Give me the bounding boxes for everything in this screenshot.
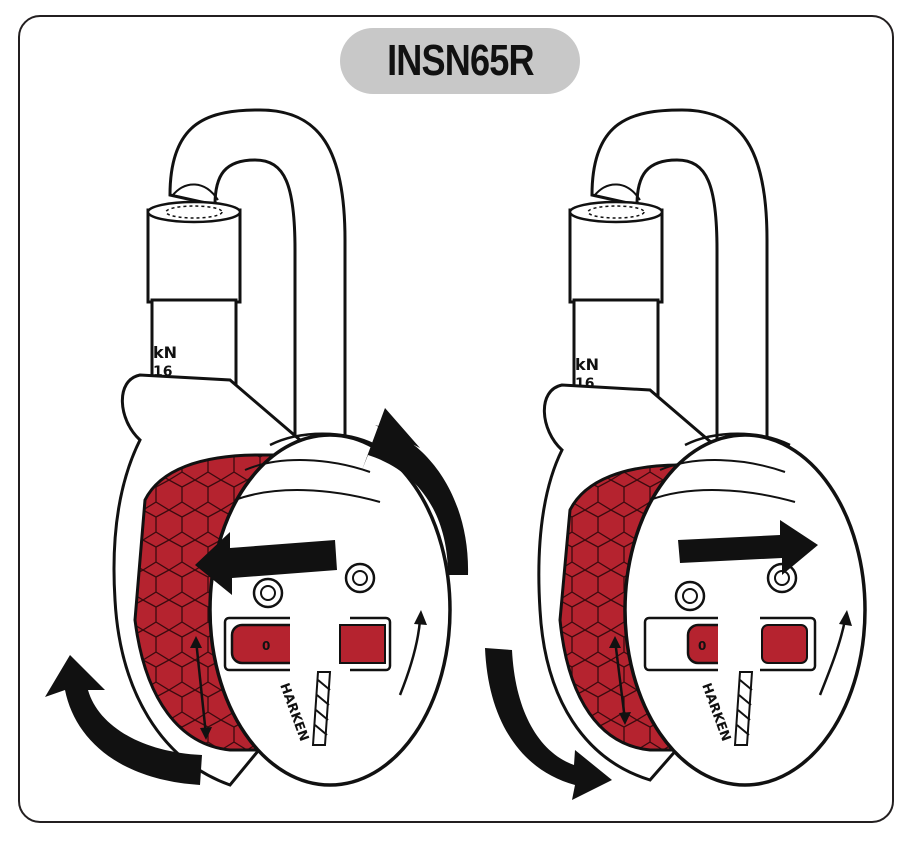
product-title: INSN65R (386, 36, 534, 85)
left-unit-kn: kN (153, 343, 177, 362)
svg-text:0: 0 (698, 639, 706, 653)
left-pin-collar (146, 208, 242, 304)
right-shackle: kN 16 0 HARKEN (537, 108, 867, 787)
right-unit-kn: kN (575, 355, 599, 374)
svg-text:0: 0 (262, 639, 270, 653)
slide-right-arrow (678, 520, 818, 575)
right-pin-collar (568, 208, 664, 304)
rotate-cw-arrow-lower (485, 648, 612, 800)
rotate-cw-arrow (362, 408, 469, 575)
left-shackle: kN 16 0 HARKEN (112, 108, 452, 787)
slide-left-arrow (195, 532, 337, 595)
rotate-ccw-arrow (45, 655, 202, 785)
title-badge: INSN65R (340, 28, 580, 94)
left-front-disc (208, 433, 452, 787)
